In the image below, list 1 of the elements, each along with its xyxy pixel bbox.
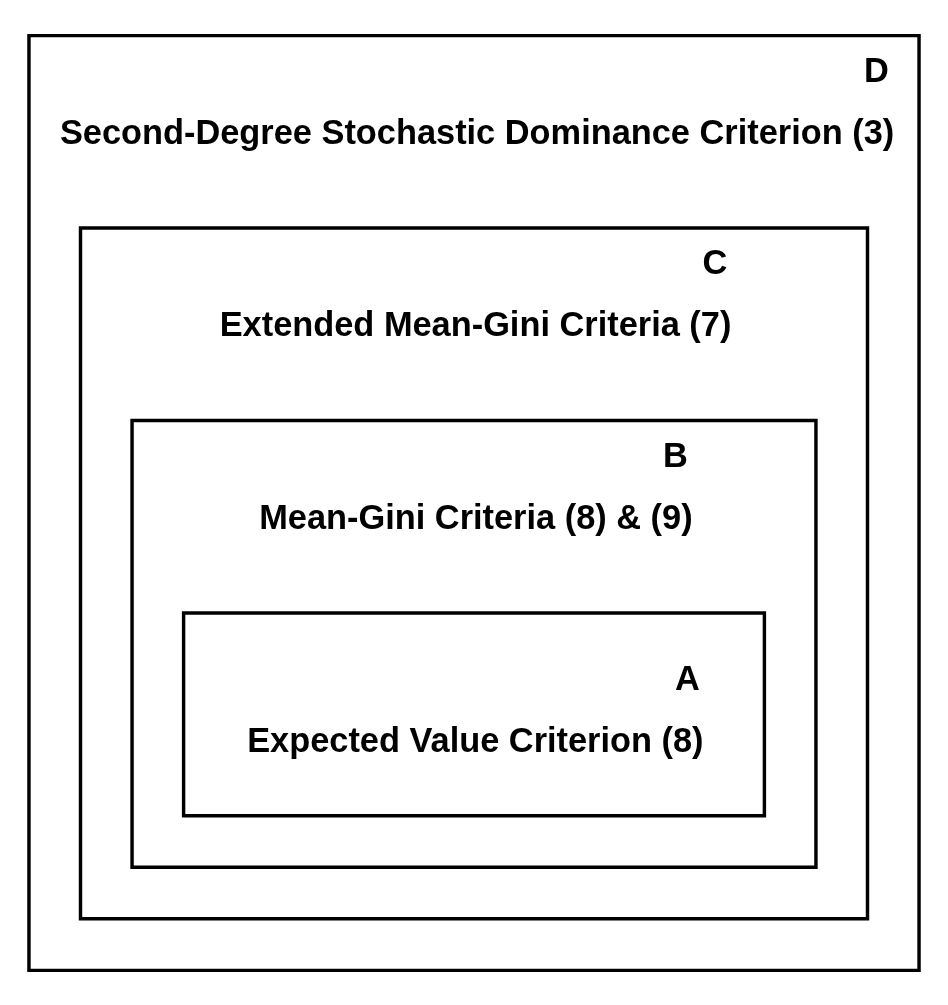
node-box: A Expected Value Criterion (8): [181, 610, 767, 817]
